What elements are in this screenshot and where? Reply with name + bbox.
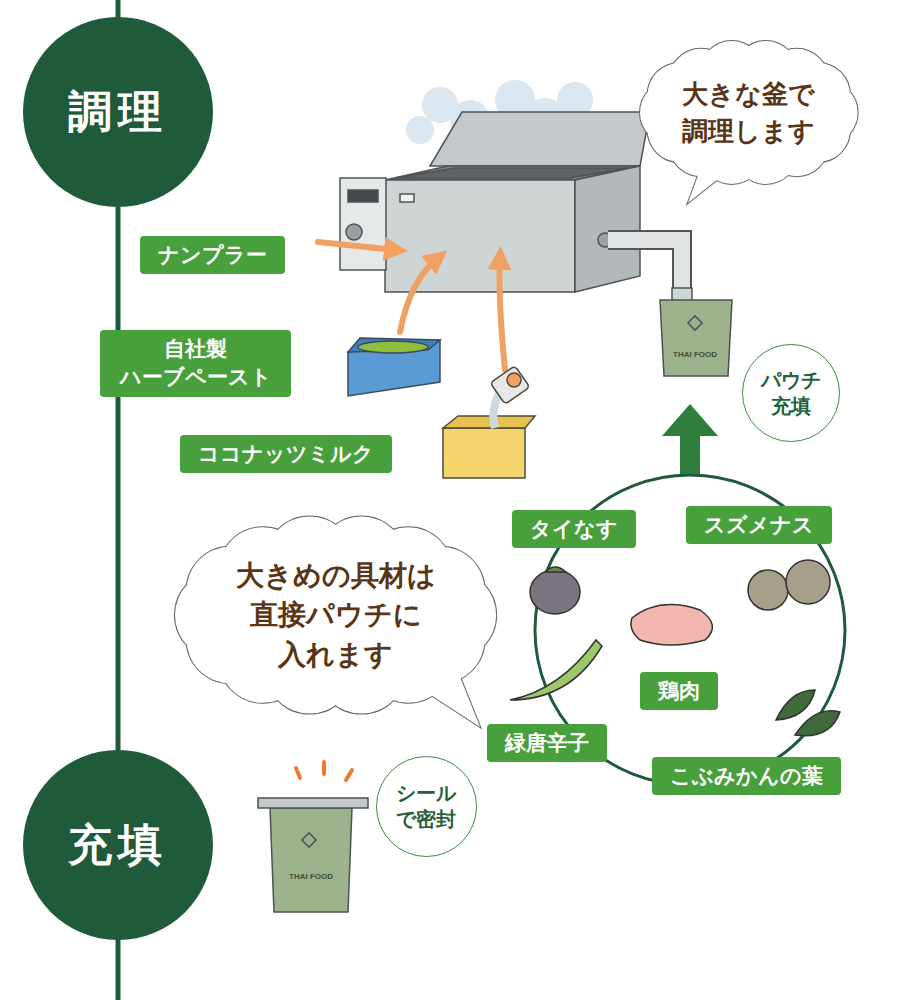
stage-circle: 充填 (23, 750, 213, 940)
node-text: スズメナス (704, 511, 814, 539)
node-text: タイなす (530, 515, 618, 543)
coconut-milk (443, 366, 535, 478)
pouch-print: THAI FOOD (673, 350, 717, 359)
outlet-pipe (608, 240, 682, 292)
speech-bubble: 大きな釜で 調理します (640, 40, 858, 185)
note-circle: シール で密封 (376, 756, 477, 857)
node-text: 大きめの具材は 直接パウチに 入れます (232, 556, 439, 674)
ingredient-tag: 鶏肉 (640, 672, 718, 710)
node-text: 自社製 ハーブペースト (118, 335, 273, 392)
up-arrow (662, 404, 718, 474)
cooking-kettle (340, 112, 650, 292)
node-text: 大きな釜で 調理します (679, 76, 819, 149)
ingredient-tag: ナンプラー (140, 236, 285, 274)
timeline (116, 935, 121, 1000)
node-text: ココナッツミルク (198, 440, 374, 468)
bubble-outline (640, 40, 858, 185)
ingredient-tag: こぶみかんの葉 (652, 757, 841, 795)
node-text: 鶏肉 (658, 677, 700, 705)
node-text: 緑唐辛子 (505, 729, 589, 757)
ingredient-tag: タイなす (512, 510, 636, 548)
input-arrow (318, 242, 505, 370)
node-text: こぶみかんの葉 (670, 762, 823, 790)
node-text: パウチ 充填 (757, 367, 825, 419)
pouch-print: THAI FOOD (289, 872, 333, 881)
node-text: ナンプラー (158, 241, 267, 269)
ingredient-tag: スズメナス (686, 506, 832, 544)
node-text: シール で密封 (390, 780, 462, 832)
node-text: 調理 (68, 83, 168, 142)
stage-circle: 調理 (23, 17, 213, 207)
ingredients (510, 560, 840, 736)
sealed-pouch (258, 798, 368, 912)
ingredient-tag: 自社製 ハーブペースト (100, 330, 291, 397)
note-circle: パウチ 充填 (742, 344, 840, 442)
seal-spark (296, 762, 352, 780)
herb-paste-box (348, 338, 440, 396)
speech-bubble: 大きめの具材は 直接パウチに 入れます (175, 515, 496, 715)
ingredient-tag: ココナッツミルク (180, 435, 392, 473)
timeline-connector (116, 207, 121, 750)
node-text: 充填 (68, 816, 168, 875)
pouch (660, 288, 732, 376)
ingredient-tag: 緑唐辛子 (487, 724, 607, 762)
